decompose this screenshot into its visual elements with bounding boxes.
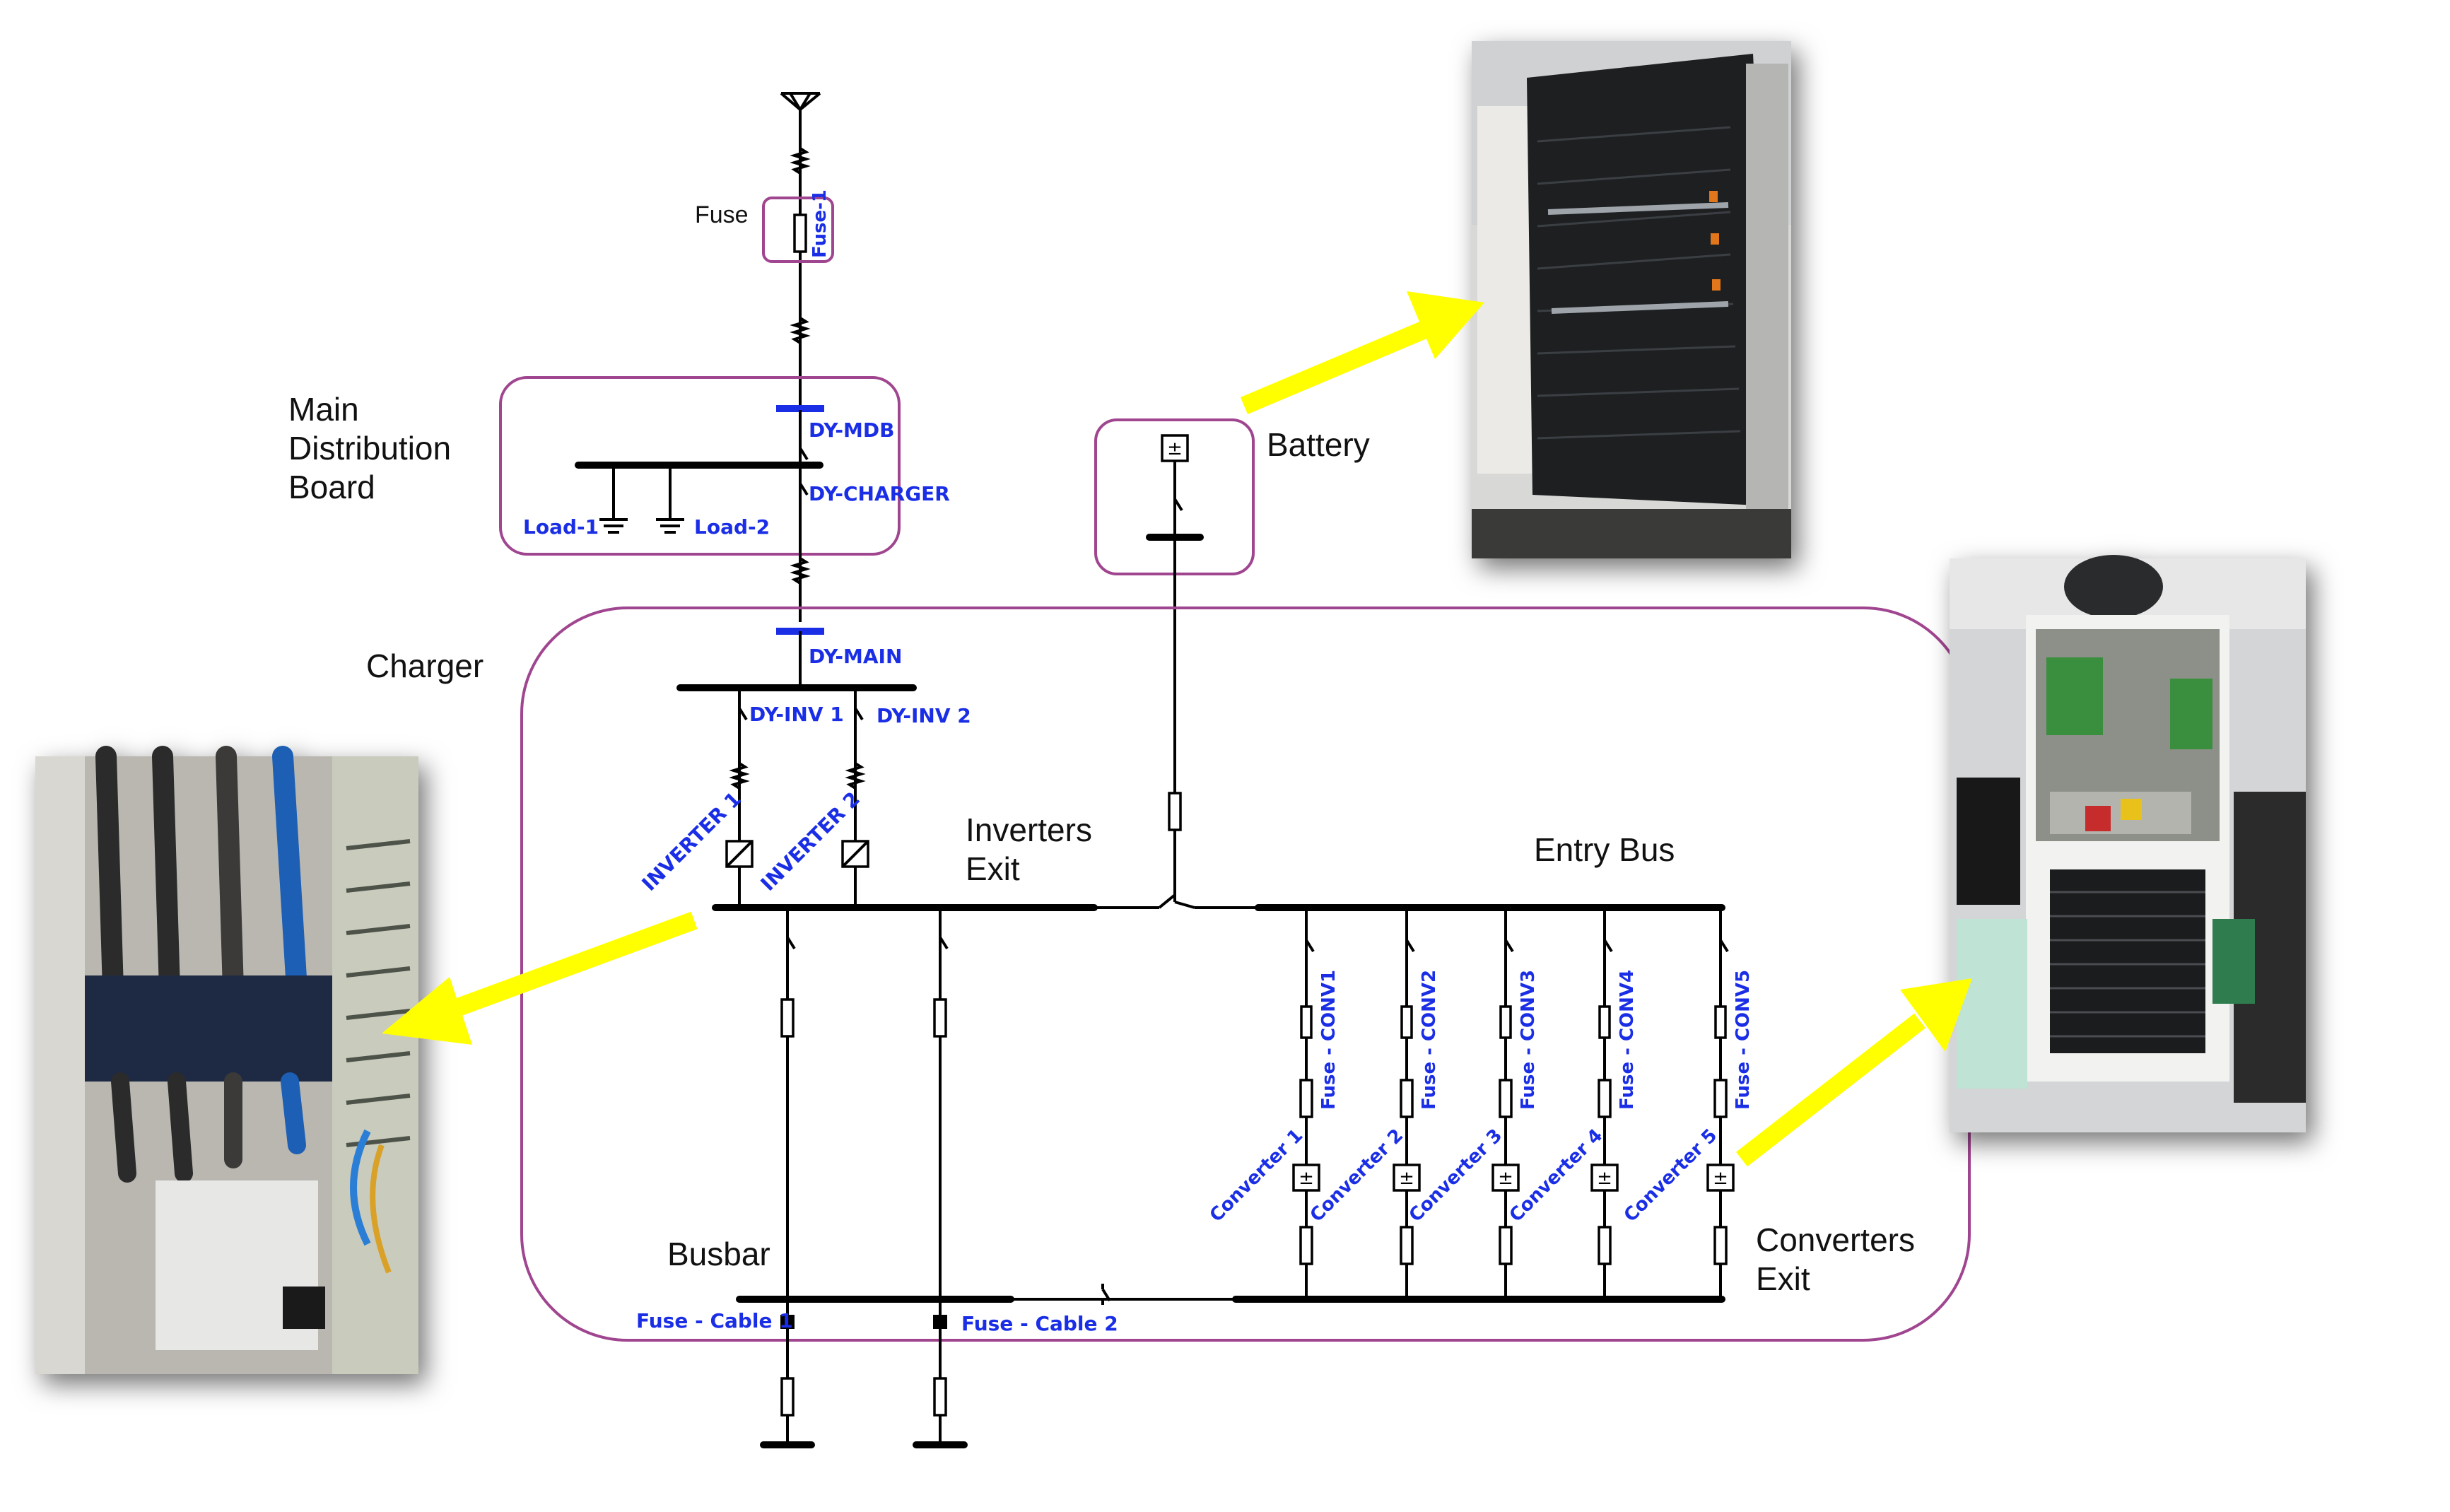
- charger-label: Charger: [366, 647, 483, 684]
- inverter-2-branch: [841, 688, 869, 908]
- fuse-label: Fuse: [695, 201, 749, 228]
- fuse-1-symbol: [793, 213, 807, 253]
- inverter-cabling-photo: [35, 746, 418, 1374]
- cable-1-feeder: [760, 908, 815, 1448]
- fuse-conv4-label: Fuse - CONV4: [1617, 970, 1638, 1110]
- converter-1-branch: [1292, 908, 1320, 1299]
- battery-dc-source-icon: [1161, 434, 1189, 462]
- fuse-conv3-label: Fuse - CONV3: [1518, 970, 1539, 1110]
- load-1-label: Load-1: [523, 515, 599, 539]
- fuse-conv1-label: Fuse - CONV1: [1318, 970, 1340, 1110]
- dy-charger-label: DY-CHARGER: [809, 482, 950, 505]
- converter-5-label: Converter 5: [1620, 1125, 1721, 1226]
- battery-label: Battery: [1267, 426, 1370, 463]
- battery-cabinet-photo: [1472, 41, 1791, 558]
- inverters-exit-label-line-2: Exit: [966, 850, 1020, 887]
- dy-mdb-label: DY-MDB: [809, 418, 894, 442]
- fuse-cable-1-label: Fuse - Cable 1: [636, 1309, 793, 1332]
- load-2-symbol: [655, 518, 686, 534]
- busbar-label: Busbar: [667, 1236, 770, 1272]
- fuse-cable-2-label: Fuse - Cable 2: [961, 1312, 1118, 1335]
- inverter-1-branch: [725, 688, 754, 908]
- converter-3-branch: [1491, 908, 1520, 1299]
- inverters-exit-label-line-1: Inverters: [966, 811, 1092, 848]
- fuse-conv5-label: Fuse - CONV5: [1733, 970, 1754, 1110]
- charger-cabinet-photo: [1950, 555, 2306, 1132]
- fuse-conv2-label: Fuse - CONV2: [1419, 970, 1440, 1110]
- battery-photo-arrow: [1240, 291, 1484, 414]
- fuse-1-group-border: [762, 197, 834, 263]
- entry-bus-label: Entry Bus: [1534, 831, 1675, 868]
- mdb-label-line-1: Main: [288, 391, 359, 428]
- converter-4-branch: [1590, 908, 1619, 1299]
- converter-photo-arrow: [1736, 978, 1972, 1167]
- cable-2-feeder: [913, 908, 968, 1448]
- converters-exit-label-line-2: Exit: [1756, 1260, 1810, 1297]
- converter-2-label: Converter 2: [1306, 1125, 1407, 1226]
- load-2-label: Load-2: [694, 515, 770, 539]
- converter-2-branch: [1393, 908, 1421, 1299]
- dy-main-label: DY-MAIN: [809, 645, 902, 668]
- converter-1-label: Converter 1: [1206, 1125, 1307, 1226]
- bus-tie-switch: [1158, 893, 1176, 909]
- fuse-1-label: Fuse-1: [809, 189, 831, 258]
- battery-fuse-symbol: [1168, 792, 1182, 831]
- dy-inv2-label: DY-INV 2: [877, 704, 971, 727]
- breaker-symbol: [1101, 1282, 1111, 1306]
- battery-tie-switch: [1174, 901, 1195, 909]
- inverter-photo-arrow: [382, 911, 698, 1045]
- mdb-label-line-3: Board: [288, 469, 375, 505]
- dy-inv1-label: DY-INV 1: [749, 703, 844, 726]
- load-1-symbol: [598, 518, 629, 534]
- grid-source-symbol: [780, 92, 821, 111]
- converters-exit-label-line-1: Converters: [1756, 1221, 1915, 1258]
- main-distribution-board-border: [499, 376, 901, 556]
- mdb-label-line-2: Distribution: [288, 430, 451, 467]
- converter-5-branch: [1706, 908, 1735, 1299]
